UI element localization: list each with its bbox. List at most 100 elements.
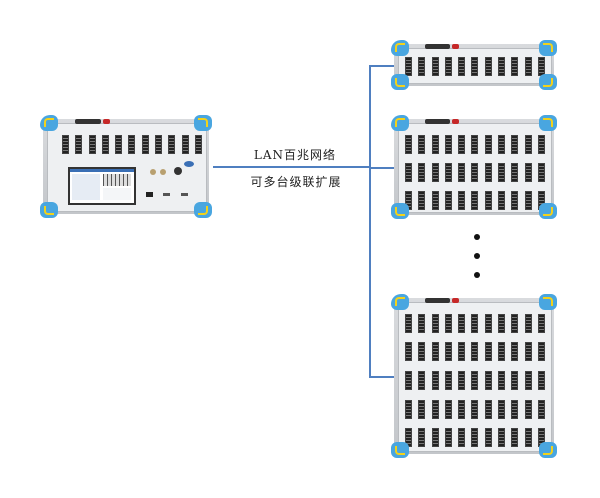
power-connector xyxy=(174,167,182,175)
terminal-block xyxy=(128,135,136,154)
corner-bracket xyxy=(194,202,212,218)
terminal-block xyxy=(405,57,412,76)
terminal-block xyxy=(484,400,492,419)
terminal-row xyxy=(62,135,202,154)
terminal-block xyxy=(537,135,545,154)
brand-logo xyxy=(184,161,194,167)
terminal-block xyxy=(168,135,176,154)
main-controller-unit xyxy=(40,115,212,218)
corner-bracket xyxy=(539,115,557,131)
corner-bracket xyxy=(391,294,409,310)
corner-bracket xyxy=(539,442,557,458)
usb-port-1 xyxy=(163,193,170,196)
expansion-unit-n xyxy=(391,294,557,458)
terminal-block xyxy=(444,342,452,361)
link-line-vertical xyxy=(369,65,371,378)
terminal-block xyxy=(418,191,426,210)
terminal-block xyxy=(458,135,466,154)
terminal-block xyxy=(418,400,426,419)
link-label-network: LAN百兆网络 xyxy=(253,148,337,162)
terminal-block xyxy=(511,314,519,333)
terminal-block xyxy=(444,191,452,210)
terminal-block xyxy=(418,57,426,76)
terminal-block xyxy=(405,163,412,182)
corner-bracket xyxy=(194,115,212,131)
terminal-row xyxy=(405,342,545,361)
corner-bracket xyxy=(539,40,557,56)
terminal-block xyxy=(431,400,439,419)
terminal-block xyxy=(418,371,426,390)
terminal-block xyxy=(458,428,466,447)
terminal-block xyxy=(524,428,532,447)
terminal-block xyxy=(537,400,545,419)
terminal-block xyxy=(75,135,83,154)
usb-port-2 xyxy=(181,193,188,196)
corner-bracket xyxy=(539,74,557,90)
terminal-block xyxy=(431,371,439,390)
terminal-row xyxy=(405,428,545,447)
terminal-block xyxy=(431,342,439,361)
terminal-block xyxy=(484,428,492,447)
terminal-block xyxy=(511,163,519,182)
terminal-block xyxy=(484,163,492,182)
ellipsis-dot xyxy=(474,253,480,259)
terminal-block xyxy=(431,314,439,333)
terminal-block xyxy=(405,400,412,419)
terminal-block xyxy=(458,400,466,419)
terminal-block xyxy=(524,135,532,154)
terminal-block xyxy=(537,314,545,333)
terminal-block xyxy=(524,163,532,182)
handle-left xyxy=(75,119,101,124)
terminal-block xyxy=(471,163,479,182)
corner-bracket xyxy=(40,202,58,218)
terminal-block xyxy=(524,191,532,210)
ellipsis-dot xyxy=(474,234,480,240)
connector-port-2 xyxy=(160,169,166,175)
terminal-row xyxy=(405,163,545,182)
terminal-block xyxy=(511,342,519,361)
expansion-unit-2 xyxy=(391,115,557,219)
terminal-block xyxy=(458,371,466,390)
terminal-block xyxy=(484,314,492,333)
ellipsis-dot xyxy=(474,272,480,278)
terminal-block xyxy=(498,428,506,447)
corner-bracket xyxy=(391,203,409,219)
terminal-block xyxy=(181,135,189,154)
handle-left xyxy=(425,44,450,49)
link-label-cascade: 可多台级联扩展 xyxy=(250,175,342,189)
terminal-block xyxy=(458,57,466,76)
terminal-block xyxy=(471,342,479,361)
terminal-block xyxy=(418,135,426,154)
terminal-block xyxy=(498,135,506,154)
corner-bracket xyxy=(391,74,409,90)
terminal-block xyxy=(444,400,452,419)
power-switch xyxy=(452,119,459,124)
terminal-block xyxy=(498,400,506,419)
terminal-block xyxy=(405,342,412,361)
terminal-block xyxy=(537,342,545,361)
terminal-block xyxy=(444,428,452,447)
corner-bracket xyxy=(391,442,409,458)
expansion-unit-1 xyxy=(391,40,557,90)
terminal-block xyxy=(471,428,479,447)
handle-left xyxy=(425,298,450,303)
terminal-block xyxy=(418,314,426,333)
terminal-row xyxy=(405,57,545,76)
terminal-block xyxy=(498,371,506,390)
terminal-block xyxy=(431,428,439,447)
corner-bracket xyxy=(40,115,58,131)
terminal-block xyxy=(458,163,466,182)
terminal-block xyxy=(524,57,532,76)
handle-left xyxy=(425,119,450,124)
link-line-horizontal xyxy=(213,166,370,168)
terminal-block xyxy=(511,400,519,419)
terminal-row xyxy=(405,400,545,419)
power-switch xyxy=(452,298,459,303)
terminal-block xyxy=(498,342,506,361)
terminal-block xyxy=(484,342,492,361)
terminal-block xyxy=(498,57,506,76)
terminal-block xyxy=(405,135,412,154)
terminal-block xyxy=(458,314,466,333)
terminal-block xyxy=(511,428,519,447)
connector-port-1 xyxy=(150,169,156,175)
